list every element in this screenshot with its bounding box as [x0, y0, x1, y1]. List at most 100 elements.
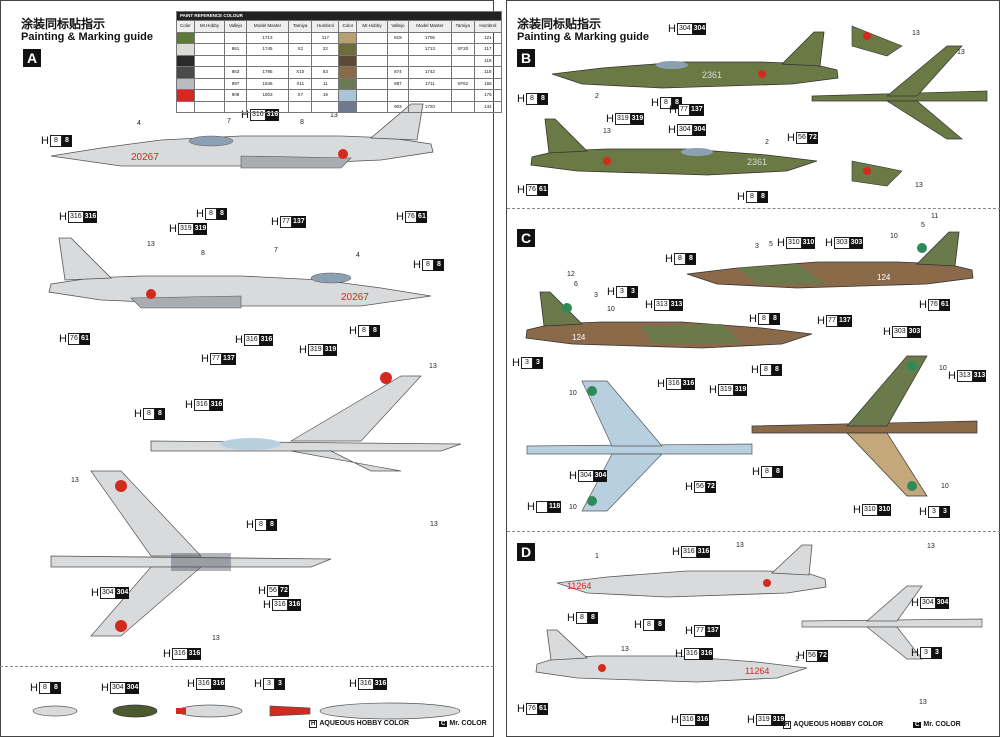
- table-header: Vallejo: [386, 20, 410, 33]
- table-cell: 1745: [245, 43, 290, 56]
- color-swatch: [176, 31, 195, 44]
- aircraft-d-bottom-view: [801, 585, 983, 660]
- table-cell: 121: [473, 31, 503, 44]
- decal-number: 13: [71, 477, 79, 484]
- decal-number: 4: [137, 120, 141, 127]
- table-cell: [193, 89, 226, 102]
- table-cell: 819: [386, 31, 410, 44]
- page-title-english: Painting & Marking guide: [21, 31, 154, 43]
- aircraft-a-bottom-view: [50, 470, 332, 637]
- table-cell: [288, 100, 313, 113]
- decal-number: 13: [915, 182, 923, 189]
- table-cell: [193, 31, 226, 44]
- table-header: Model Master: [408, 20, 452, 33]
- page-title-chinese: 涂装同标贴指示: [21, 17, 106, 31]
- table-cell: 1706: [408, 31, 452, 44]
- table-cell: [450, 89, 475, 102]
- decal-number: 7: [227, 118, 231, 125]
- table-cell: XF20: [450, 43, 475, 56]
- color-swatch: [338, 31, 358, 44]
- table-cell: [193, 66, 226, 79]
- table-cell: 1713: [245, 31, 290, 44]
- decal-number: 3: [594, 292, 598, 299]
- table-cell: [311, 54, 340, 67]
- aircraft-a-side-view-2: 20267: [48, 237, 432, 309]
- svg-text:2361: 2361: [702, 70, 722, 80]
- color-swatch: [338, 43, 358, 56]
- table-cell: 1720: [408, 100, 452, 113]
- table-cell: [386, 43, 410, 56]
- table-cell: [224, 100, 247, 113]
- table-cell: [356, 77, 388, 90]
- decal-number: 13: [621, 646, 629, 653]
- decal-number: 12: [567, 271, 575, 278]
- decal-number: 5: [921, 222, 925, 229]
- svg-text:2361: 2361: [747, 157, 767, 167]
- decal-number: 13: [927, 543, 935, 550]
- decal-number: 11: [931, 213, 939, 220]
- table-cell: [224, 31, 247, 44]
- table-cell: [288, 31, 313, 44]
- table-cell: [356, 43, 388, 56]
- instruction-page-left: 涂装同标贴指示 Painting & Marking guide A 20267…: [0, 0, 503, 737]
- color-swatch: [176, 100, 195, 113]
- table-cell: [386, 54, 410, 67]
- aircraft-b-top-view: [811, 45, 988, 140]
- table-header: Color: [176, 20, 195, 33]
- decal-number: 4: [356, 252, 360, 259]
- table-cell: 1503: [245, 89, 290, 102]
- mr-color-legend-label: Mr. COLOR: [923, 721, 961, 728]
- aqueous-legend-box: H: [309, 720, 318, 728]
- decal-number: 8: [300, 119, 304, 126]
- section-divider: [507, 531, 1000, 532]
- page-title-english: Painting & Marking guide: [517, 31, 650, 43]
- table-cell: 1795: [245, 66, 290, 79]
- svg-text:11264: 11264: [745, 666, 769, 676]
- section-label-c: C: [517, 229, 535, 247]
- table-header: Humbrol: [311, 20, 340, 33]
- table-cell: 863: [224, 66, 247, 79]
- table-cell: X2: [288, 43, 313, 56]
- table-cell: 997: [224, 77, 247, 90]
- table-header: Mr.Hobby: [356, 20, 388, 33]
- svg-text:20267: 20267: [341, 292, 369, 303]
- decal-number: 10: [890, 233, 898, 240]
- aircraft-c-bottom-view: [526, 380, 753, 512]
- table-header: Mr.Hobby: [193, 20, 226, 33]
- table-header: Vallejo: [224, 20, 247, 33]
- table-cell: [450, 31, 475, 44]
- table-cell: 117: [473, 43, 503, 56]
- table-header: Tamiya: [288, 20, 313, 33]
- table-cell: [356, 31, 388, 44]
- decal-number: 13: [212, 635, 220, 642]
